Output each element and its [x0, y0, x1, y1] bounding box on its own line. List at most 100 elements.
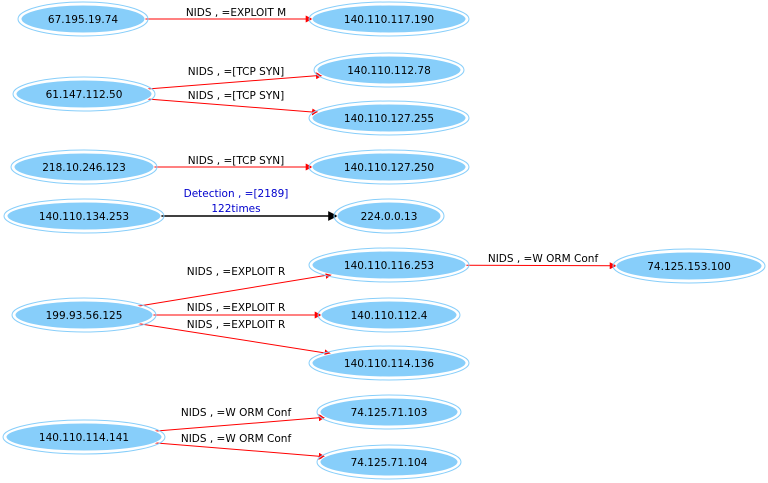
edge-label: NIDS , =[TCP SYN] — [188, 90, 284, 102]
edge-n3-n4 — [147, 72, 323, 90]
host-node-ring — [308, 345, 470, 381]
host-node[interactable]: 140.110.134.253 — [3, 198, 165, 234]
host-node-ring — [3, 198, 165, 234]
host-ip-label: 140.110.112.78 — [347, 65, 431, 77]
edge-label-line: NIDS , =EXPLOIT R — [187, 302, 286, 314]
edge-n10-n11 — [465, 262, 617, 270]
host-ip-label: 140.110.117.190 — [344, 14, 434, 26]
host-ip-label: 224.0.0.13 — [361, 211, 418, 223]
host-node-shape — [320, 300, 458, 330]
host-node-ring — [11, 297, 157, 333]
host-ip-label: 140.110.112.4 — [351, 310, 428, 322]
host-ip-label: 140.110.127.250 — [344, 162, 434, 174]
host-node[interactable]: 218.10.246.123 — [10, 149, 158, 185]
host-node-ring — [316, 444, 462, 480]
edge-label: Detection , =[2189] 122times — [184, 188, 289, 215]
host-node-shape — [5, 422, 163, 452]
host-node-shape — [311, 103, 467, 133]
host-node-ring — [316, 394, 462, 430]
edge-label-line: NIDS , =W ORM Conf — [181, 433, 292, 445]
host-ip-label: 140.110.134.253 — [39, 211, 129, 223]
edge-n15-n16 — [154, 414, 326, 432]
host-node[interactable]: 199.93.56.125 — [11, 297, 157, 333]
host-node-shape — [311, 348, 467, 378]
edge-label-line: NIDS , =EXPLOIT R — [187, 319, 286, 331]
edge-n15-n17 — [154, 442, 326, 460]
host-node-ring — [333, 198, 445, 234]
edge-label-line: NIDS , =[TCP SYN] — [188, 66, 284, 78]
host-node[interactable]: 74.125.71.103 — [316, 394, 462, 430]
host-node[interactable]: 140.110.112.78 — [313, 52, 465, 88]
host-node[interactable]: 140.110.114.141 — [2, 419, 166, 455]
host-ip-label: 61.147.112.50 — [46, 89, 123, 101]
host-node-shape — [311, 152, 467, 182]
host-node[interactable]: 140.110.116.253 — [308, 247, 470, 283]
host-ip-label: 74.125.153.100 — [647, 261, 731, 273]
edge-label: NIDS , =[TCP SYN] — [188, 155, 284, 167]
host-node-ring — [313, 52, 465, 88]
host-node[interactable]: 74.125.71.104 — [316, 444, 462, 480]
host-node-shape — [316, 55, 462, 85]
host-node[interactable]: 67.195.19.74 — [17, 1, 149, 37]
host-node-shape — [319, 397, 459, 427]
host-node[interactable]: 140.110.114.136 — [308, 345, 470, 381]
host-node-shape — [20, 4, 146, 34]
host-node-shape — [15, 79, 153, 109]
host-node[interactable]: 140.110.127.250 — [308, 149, 470, 185]
host-ip-label: 74.125.71.104 — [351, 457, 428, 469]
edge-label: NIDS , =EXPLOIT R — [187, 266, 286, 278]
host-node-ring — [612, 248, 766, 284]
host-ip-label: 199.93.56.125 — [46, 310, 123, 322]
host-node-shape — [319, 447, 459, 477]
edge-label: NIDS , =W ORM Conf — [181, 433, 292, 445]
host-node-shape — [336, 201, 442, 231]
host-node[interactable]: 140.110.112.4 — [317, 297, 461, 333]
host-node[interactable]: 61.147.112.50 — [12, 76, 156, 112]
host-ip-label: 140.110.116.253 — [344, 260, 434, 272]
host-node-ring — [317, 297, 461, 333]
edge-label-line: 122times — [211, 203, 260, 215]
host-ip-label: 67.195.19.74 — [48, 14, 118, 26]
edge-label-line: NIDS , =W ORM Conf — [488, 253, 599, 265]
host-node-ring — [308, 1, 470, 37]
host-node[interactable]: 140.110.127.255 — [308, 100, 470, 136]
host-node-ring — [308, 100, 470, 136]
host-node-ring — [10, 149, 158, 185]
edge-label: NIDS , =EXPLOIT R — [187, 319, 286, 331]
host-ip-label: 140.110.114.136 — [344, 358, 434, 370]
edge-label-line: NIDS , =[TCP SYN] — [188, 155, 284, 167]
edge-label: NIDS , =EXPLOIT R — [187, 302, 286, 314]
host-node[interactable]: 74.125.153.100 — [612, 248, 766, 284]
edge-label: NIDS , =EXPLOIT M — [186, 7, 286, 19]
edge-label-line: NIDS , =EXPLOIT M — [186, 7, 286, 19]
edges-layer — [137, 15, 617, 460]
edge-labels-layer: NIDS , =EXPLOIT M NIDS , =[TCP SYN] NIDS ,… — [181, 7, 599, 445]
host-node-shape — [14, 300, 154, 330]
host-node-shape — [615, 251, 763, 281]
host-node-shape — [13, 152, 155, 182]
host-node-ring — [12, 76, 156, 112]
edge-label-line: NIDS , =[TCP SYN] — [188, 90, 284, 102]
edge-label-line: NIDS , =W ORM Conf — [181, 407, 292, 419]
host-ip-label: 140.110.127.255 — [344, 113, 434, 125]
edge-n12-n10 — [137, 271, 333, 307]
host-node[interactable]: 224.0.0.13 — [333, 198, 445, 234]
host-ip-label: 140.110.114.141 — [39, 432, 129, 444]
edge-label: NIDS , =W ORM Conf — [488, 253, 599, 265]
host-ip-label: 218.10.246.123 — [42, 162, 126, 174]
edge-label-line: Detection , =[2189] — [184, 188, 289, 200]
host-node[interactable]: 140.110.117.190 — [308, 1, 470, 37]
edge-label-line: NIDS , =EXPLOIT R — [187, 266, 286, 278]
host-node-ring — [17, 1, 149, 37]
host-node-shape — [311, 4, 467, 34]
edge-label: NIDS , =[TCP SYN] — [188, 66, 284, 78]
edge-label: NIDS , =W ORM Conf — [181, 407, 292, 419]
host-ip-label: 74.125.71.103 — [351, 407, 428, 419]
host-node-ring — [308, 247, 470, 283]
host-node-shape — [6, 201, 162, 231]
host-node-ring — [2, 419, 166, 455]
host-node-shape — [311, 250, 467, 280]
edge-n3-n5 — [147, 98, 320, 116]
